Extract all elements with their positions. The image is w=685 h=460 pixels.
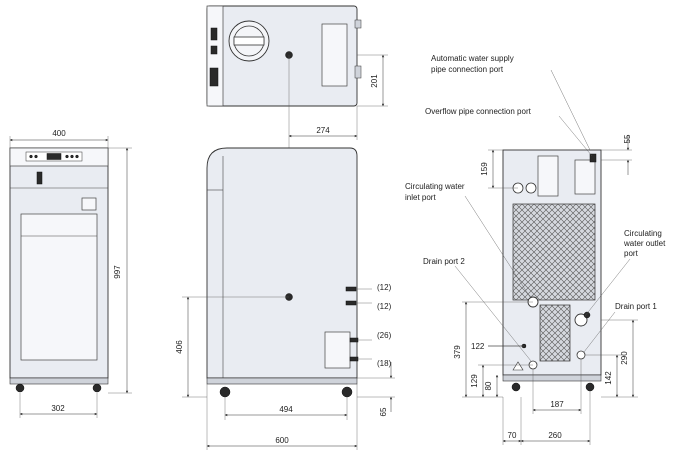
dim-port-b: (12): [377, 302, 392, 311]
dim-side-offset: 274: [316, 126, 330, 135]
dim-rear-159: 159: [480, 162, 489, 176]
caster-icon: [92, 383, 102, 393]
dim-rear-260: 260: [548, 431, 562, 440]
top-label-plate: [321, 23, 348, 87]
label-circ-outlet-3: port: [624, 249, 639, 258]
dim-port-c: (26): [377, 331, 392, 340]
power-switch-icon: [36, 171, 43, 185]
dim-rear-187: 187: [550, 400, 564, 409]
label-drain1: Drain port 1: [615, 302, 657, 311]
dim-side-height: 406: [175, 340, 184, 354]
dim-front-width: 400: [52, 129, 66, 138]
warning-triangle-icon: [512, 361, 524, 371]
dim-rear-70: 70: [508, 431, 517, 440]
label-circ-inlet-2: inlet port: [405, 193, 436, 202]
control-button-icon: [65, 154, 69, 159]
rear-base: [502, 374, 602, 382]
control-button-icon: [70, 154, 74, 159]
caster-icon: [585, 382, 595, 392]
rear-lower-grill: [539, 304, 571, 362]
dim-side-total: 600: [275, 436, 289, 445]
dim-port-a: (12): [377, 283, 392, 292]
control-button-icon: [34, 154, 38, 159]
lcd-readout: [46, 153, 62, 160]
caster-icon: [15, 383, 25, 393]
dim-rear-142: 142: [604, 371, 613, 385]
dim-front-base: 302: [51, 404, 65, 413]
dim-side-feet: 65: [379, 407, 388, 416]
label-circ-outlet-2: water outlet: [623, 239, 666, 248]
label-auto-water-1: Automatic water supply: [431, 54, 514, 63]
side-port-panel: [324, 331, 351, 369]
rear-upper-right-panel: [574, 159, 596, 195]
dim-rear-379: 379: [453, 345, 462, 359]
label-drain2: Drain port 2: [423, 257, 465, 266]
control-button-icon: [29, 154, 33, 159]
rear-view: [502, 149, 602, 392]
front-small-panel: [81, 197, 97, 211]
side-body: [206, 147, 358, 379]
dim-side-base: 494: [279, 405, 293, 414]
dim-rear-290: 290: [620, 351, 629, 365]
front-base: [9, 377, 109, 385]
caster-icon: [341, 386, 353, 398]
caster-icon: [511, 382, 521, 392]
top-view: [206, 5, 362, 107]
outlet-port-icon: [574, 313, 588, 327]
dim-front-height: 997: [113, 265, 122, 279]
label-auto-water-2: pipe connection port: [431, 65, 504, 74]
front-view: [9, 147, 109, 393]
label-circ-inlet-1: Circulating water: [405, 182, 465, 191]
side-view: [206, 147, 359, 398]
drain-port-1-icon: [576, 350, 586, 360]
front-access-door: [20, 213, 98, 361]
label-circ-outlet-1: Circulating: [624, 229, 662, 238]
side-base: [206, 377, 358, 385]
control-button-icon: [75, 154, 79, 159]
dim-rear-129: 129: [470, 374, 479, 388]
caster-icon: [219, 386, 231, 398]
top-front-panel: [206, 5, 224, 107]
dim-rear-top: 55: [623, 134, 632, 143]
rear-label-plate: [537, 155, 559, 197]
dim-rear-122: 122: [471, 342, 485, 351]
dim-top-depth: 201: [370, 74, 379, 88]
label-overflow: Overflow pipe connection port: [425, 107, 532, 116]
port-icon: [525, 182, 537, 194]
dim-rear-80: 80: [484, 381, 493, 390]
dim-port-d: (18): [377, 359, 392, 368]
rear-ventilation-grill: [512, 203, 596, 301]
